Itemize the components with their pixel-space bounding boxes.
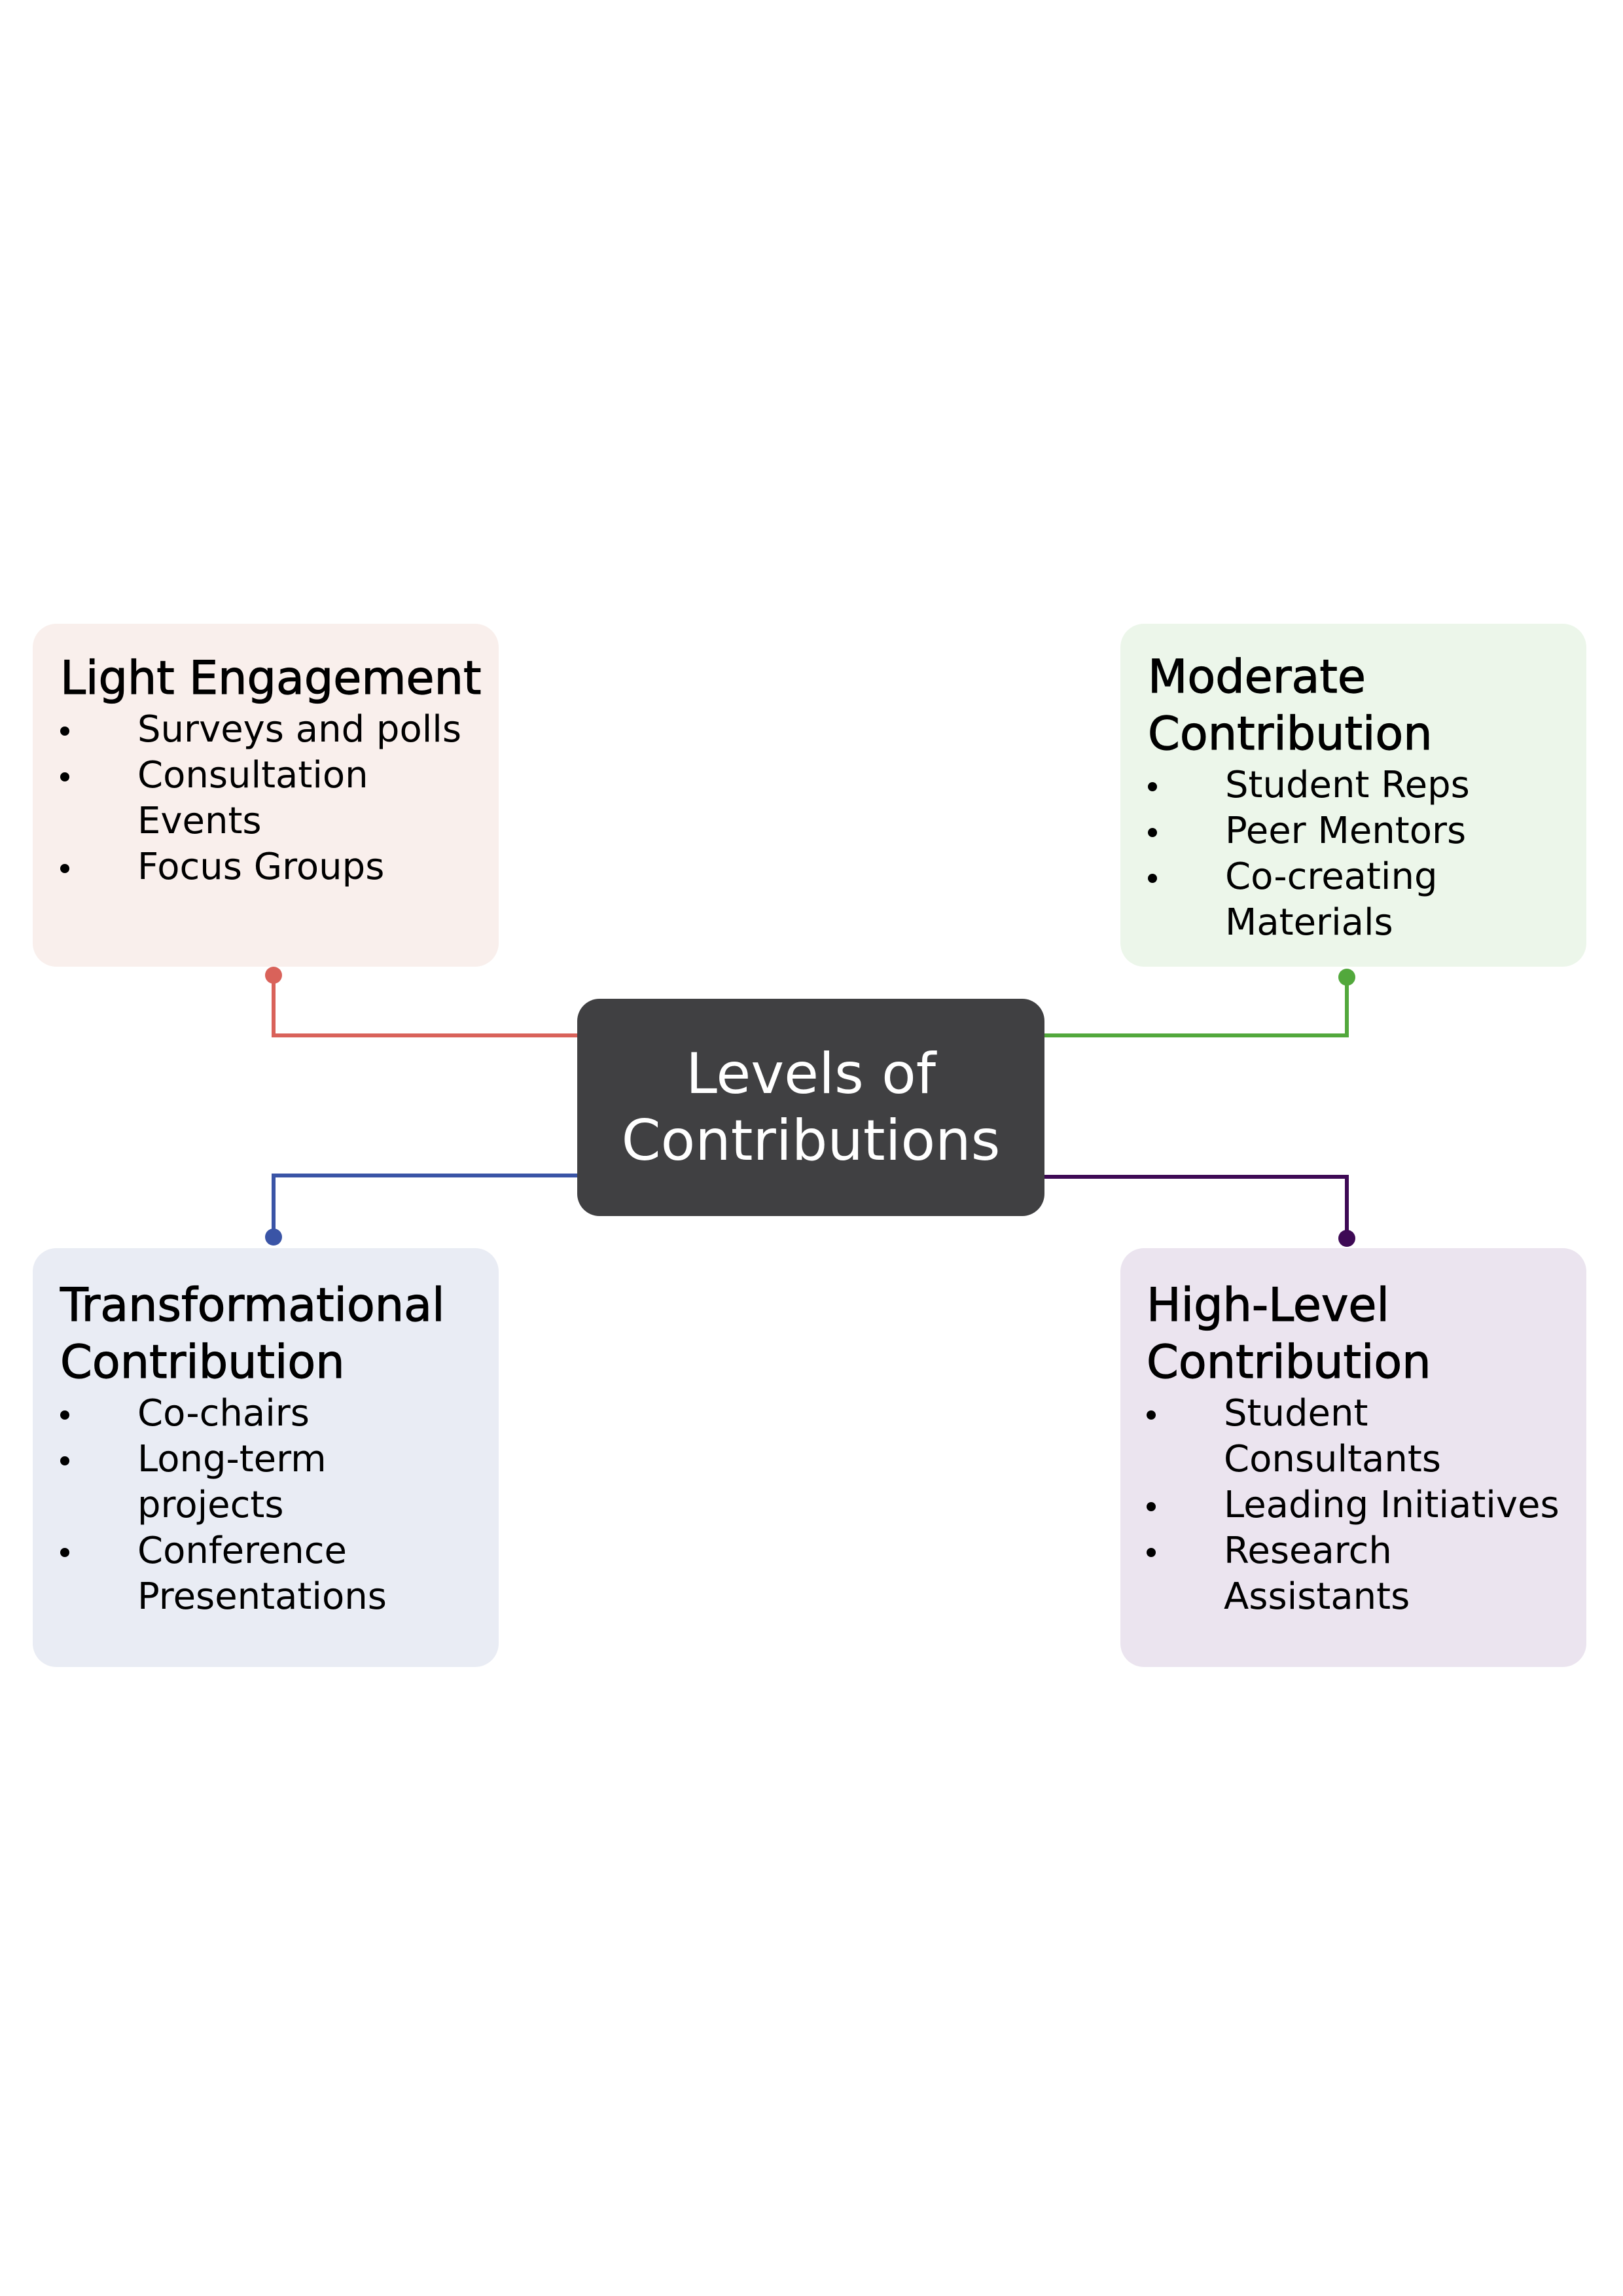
list-item: Peer Mentors (1148, 808, 1573, 854)
list-item: Co-chairs (60, 1391, 486, 1437)
card-title-line: Contribution (1147, 706, 1433, 761)
list-item-line: Peer Mentors (1225, 810, 1467, 852)
card-title: Transformational Contribution (60, 1277, 486, 1391)
card-title-line: Contribution (60, 1335, 345, 1389)
bullet-icon (1148, 828, 1157, 837)
list-item-line: Focus Groups (137, 846, 385, 888)
list-item: Focus Groups (60, 844, 486, 890)
bullet-icon (60, 772, 69, 781)
card-title: High-Level Contribution (1146, 1277, 1573, 1391)
bullet-icon (60, 726, 69, 736)
list-item-line: Assistants (1224, 1575, 1410, 1618)
list-item-line: Consultation (137, 754, 368, 797)
list-item-line: Events (137, 800, 262, 842)
list-item-line: Conference (137, 1530, 348, 1572)
connector-transformational (265, 1174, 577, 1246)
list-item-line: Presentations (137, 1575, 387, 1618)
card-title-line: High-Level (1146, 1278, 1389, 1332)
card-moderate-contribution: Moderate Contribution Student Reps Peer … (1120, 624, 1586, 967)
center-label-line: Contributions (621, 1108, 1001, 1174)
card-title-line: Contribution (1146, 1335, 1431, 1389)
center-label: Levels of Contributions (622, 1041, 1001, 1174)
bullet-icon (60, 864, 69, 873)
list-item-line: Co-creating (1225, 855, 1438, 898)
bullet-icon (1147, 1502, 1156, 1511)
card-title-line: Transformational (60, 1278, 445, 1332)
connector-moderate (1044, 969, 1355, 1037)
list-item: Student Reps (1148, 762, 1573, 808)
connector-light (265, 967, 577, 1037)
list-item-line: Surveys and polls (137, 708, 462, 751)
card-title-line: Light Engagement (60, 651, 482, 705)
connector-high (1044, 1175, 1355, 1247)
list-item-line: Leading Initiatives (1224, 1484, 1560, 1526)
bullet-icon (60, 1410, 69, 1420)
list-item-line: projects (137, 1484, 284, 1526)
list-item: Leading Initiatives (1147, 1482, 1573, 1528)
card-title: Moderate Contribution (1147, 649, 1573, 762)
card-light-engagement: Light Engagement Surveys and polls Consu… (33, 624, 499, 967)
list-item-line: Student Reps (1225, 764, 1470, 806)
bullet-icon (60, 1548, 69, 1557)
list-item-line: Research (1224, 1530, 1392, 1572)
bullet-icon (60, 1456, 69, 1465)
bullet-icon (1147, 1548, 1156, 1557)
center-node: Levels of Contributions (577, 999, 1044, 1216)
card-title-line: Moderate (1147, 649, 1366, 704)
card-transformational-contribution: Transformational Contribution Co-chairs … (33, 1248, 499, 1667)
list-item: Surveys and polls (60, 707, 486, 753)
list-item-line: Materials (1225, 901, 1393, 944)
bullet-icon (1147, 1410, 1156, 1420)
list-item-line: Student (1224, 1392, 1368, 1435)
bullet-icon (1148, 782, 1157, 791)
list-item-line: Long-term (137, 1438, 327, 1480)
bullet-icon (1148, 874, 1157, 883)
list-item-line: Consultants (1224, 1438, 1441, 1480)
card-title: Light Engagement (60, 650, 486, 707)
center-label-line: Levels of (685, 1041, 936, 1107)
list-item-line: Co-chairs (137, 1392, 310, 1435)
